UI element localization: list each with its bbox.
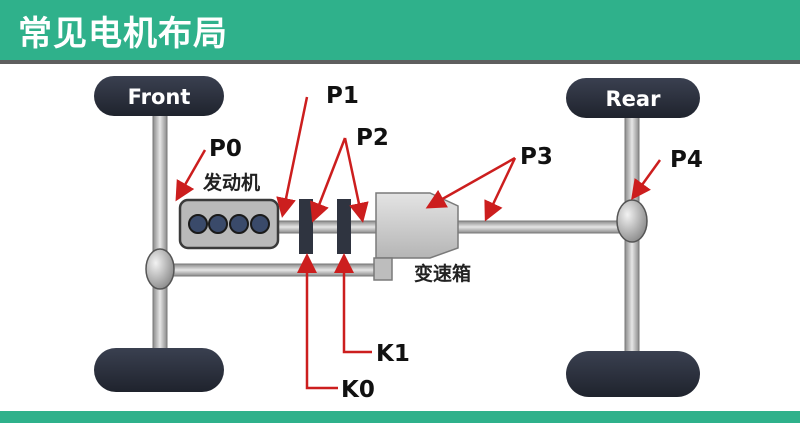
- label-p2: P2: [356, 125, 389, 151]
- page-title: 常见电机布局: [18, 14, 228, 54]
- gearbox-label: 变速箱: [414, 262, 471, 285]
- label-p3: P3: [520, 144, 553, 170]
- p0-arrow: [175, 149, 207, 202]
- footer-bar: [0, 411, 800, 423]
- title-banner: 常见电机布局: [0, 0, 800, 60]
- label-p4: P4: [670, 147, 703, 173]
- clutch-k0-plate: [299, 199, 313, 254]
- rear-wheel-bottom: [566, 351, 700, 397]
- engine-cylinder: [208, 214, 228, 234]
- position-arrows: [175, 96, 662, 390]
- engine-block: [178, 198, 280, 250]
- p2-arrow-b: [343, 137, 369, 223]
- clutch-k1-plate: [337, 199, 351, 254]
- rear-differential: [616, 199, 648, 243]
- p3-arrow-a: [425, 156, 516, 209]
- label-k1: K1: [376, 341, 410, 367]
- rear-wheel-label: Rear: [606, 87, 662, 111]
- engine-cylinder: [229, 214, 249, 234]
- label-k0: K0: [341, 377, 375, 403]
- engine-label: 发动机: [202, 171, 260, 194]
- gearbox: [373, 192, 459, 281]
- engine-cylinder: [188, 214, 208, 234]
- p3-arrow-b: [484, 157, 517, 222]
- k0-arrow: [297, 253, 338, 390]
- label-p0: P0: [209, 136, 242, 162]
- engine-cylinder: [250, 214, 270, 234]
- title-divider: [0, 60, 800, 64]
- p2-arrow-a: [310, 137, 347, 223]
- label-p1: P1: [326, 83, 359, 109]
- front-wheel-top: Front: [94, 76, 224, 116]
- k1-arrow: [334, 253, 372, 354]
- rear-wheel-top: Rear: [566, 78, 700, 118]
- front-wheel-bottom: [94, 348, 224, 392]
- front-wheel-label: Front: [128, 85, 191, 109]
- p4-arrow: [631, 159, 662, 201]
- front-differential: [145, 248, 175, 290]
- p1-arrow: [276, 96, 309, 218]
- front-axle: [152, 111, 168, 353]
